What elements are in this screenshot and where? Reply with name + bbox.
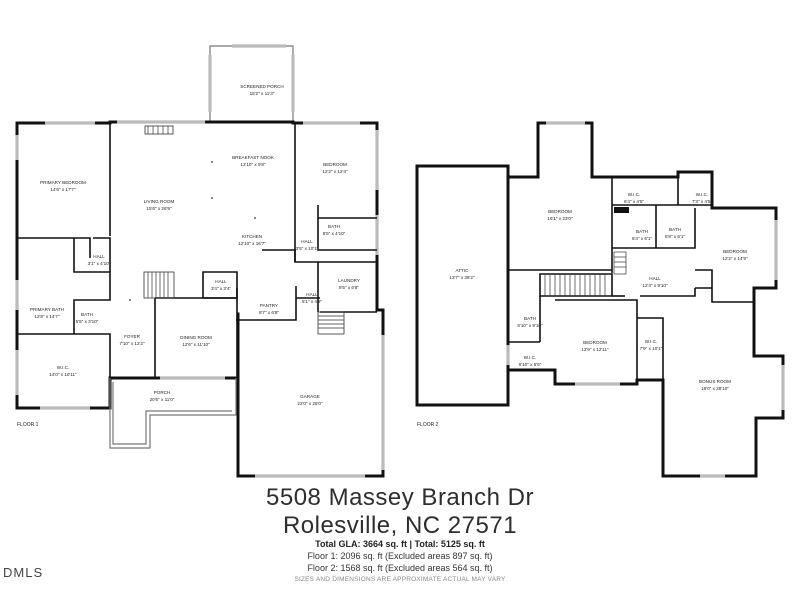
- label-breakfast-nook: BREAKFAST NOOK: [232, 155, 275, 160]
- dims-hall-3: 3'4" x 3'4": [211, 286, 231, 291]
- floor-1-area: Floor 1: 2096 sq. ft (Excluded areas 897…: [307, 551, 493, 561]
- address-line-1: 5508 Massey Branch Dr: [266, 484, 534, 511]
- dims-bath-4: 5'8" x 6'1": [665, 234, 685, 239]
- label-hall-4: HALL: [306, 292, 318, 297]
- dims-hall-2: 3'1" x 4'10": [88, 261, 111, 266]
- stairs-floor-1: [143, 271, 345, 335]
- dims-bonus-room: 18'0" x 28'10": [701, 386, 729, 391]
- floor-1-label: FLOOR 1: [17, 422, 39, 428]
- label-bath-3: BATH: [636, 229, 648, 234]
- dims-hall-5: 12'4" x 9'10": [642, 283, 668, 288]
- dims-breakfast-nook: 12'10" x 9'8": [240, 162, 266, 167]
- label-bath-5: BATH: [524, 316, 536, 321]
- dims-bath-5: 6'10" x 9'10": [517, 323, 543, 328]
- floor-2-label: FLOOR 2: [417, 422, 439, 428]
- stairs-floor-2: [544, 251, 627, 296]
- label-bedroom-1: BEDROOM: [323, 162, 347, 167]
- disclaimer: SIZES AND DIMENSIONS ARE APPROXIMATE ACT…: [294, 576, 506, 583]
- dims-bath-2: 5'5" x 3'10": [76, 319, 99, 324]
- dims-wic-4: 7'9" x 10'1": [640, 346, 663, 351]
- label-attic: ATTIC: [456, 268, 470, 273]
- label-primary-bedroom: PRIMARY BEDROOM: [40, 180, 86, 185]
- label-hall-5: HALL: [649, 276, 661, 281]
- front-porch-outline: [109, 378, 237, 449]
- dims-hall-4: 5'1" x 4'9": [302, 299, 322, 304]
- label-wic-5: W.I.C.: [524, 355, 537, 360]
- vanity-block: [614, 207, 629, 213]
- floor-plan: SCREENED PORCH 15'2" x 11'3" BREAKFAST N…: [15, 44, 785, 478]
- floor-2-area: Floor 2: 1568 sq. ft (Excluded areas 564…: [307, 563, 493, 573]
- label-porch: PORCH: [154, 390, 171, 395]
- label-wic-4: W.I.C.: [645, 339, 658, 344]
- dims-foyer: 7'10" x 12'2": [119, 341, 145, 346]
- dims-primary-bedroom: 14'6" x 17'7": [50, 187, 76, 192]
- label-bath-2: BATH: [81, 312, 93, 317]
- address-line-2: Rolesville, NC 27571: [282, 512, 518, 539]
- label-wic-3: W.I.C.: [696, 192, 709, 197]
- dims-hall-1: 3'5" x 10'1": [296, 246, 319, 251]
- floor-1-plan: SCREENED PORCH 15'2" x 11'3" BREAKFAST N…: [15, 44, 385, 478]
- dims-kitchen: 12'10" x 16'7": [238, 241, 266, 246]
- garage-walls: [236, 308, 385, 478]
- label-bedroom-3: BEDROOM: [723, 249, 747, 254]
- dims-pantry: 8'7" x 6'8": [259, 310, 279, 315]
- label-foyer: FOYER: [124, 334, 141, 339]
- dims-bedroom-3: 12'2" x 14'9": [722, 256, 748, 261]
- total-area: Total GLA: 3664 sq. ft | Total: 5125 sq.…: [315, 539, 485, 549]
- label-hall-3: HALL: [215, 279, 227, 284]
- label-wic-2: W.I.C.: [628, 192, 641, 197]
- dims-wic-3: 7'3" x 4'5": [692, 199, 712, 204]
- dims-screened-porch: 15'2" x 11'3": [250, 91, 275, 96]
- exterior-wall-west: [15, 121, 238, 410]
- label-bath-1: BATH: [328, 224, 340, 229]
- dims-bath-1: 8'5" x 4'10": [323, 231, 346, 236]
- label-hall-2: HALL: [93, 254, 105, 259]
- label-wic-1: W.I.C.: [57, 365, 70, 370]
- exterior-wall-north: [15, 120, 379, 312]
- dims-wic-1: 14'0" x 10'11": [49, 372, 77, 377]
- dims-bedroom-2: 16'1" x 23'0": [547, 216, 573, 221]
- label-dining-room: DINING ROOM: [180, 335, 212, 340]
- dims-bedroom-1: 12'2" x 12'4": [322, 169, 348, 174]
- label-bath-4: BATH: [669, 227, 681, 232]
- dims-laundry: 8'5" x 6'8": [339, 285, 359, 290]
- label-pantry: PANTRY: [260, 303, 278, 308]
- label-bonus-room: BONUS ROOM: [699, 379, 731, 384]
- dims-wic-2: 6'4" x 4'5": [624, 199, 644, 204]
- label-laundry: LAUNDRY: [338, 278, 360, 283]
- floor-2-plan: ATTIC 13'7" x 36'2" BEDROOM 16'1" x 23'0…: [415, 121, 785, 478]
- dims-living-room: 15'6" x 26'9": [146, 206, 172, 211]
- exterior-wall-bedroom-2: [506, 121, 614, 179]
- dims-garage: 22'0" x 25'0": [297, 401, 323, 406]
- dims-dining-room: 12'6" x 11'10": [182, 342, 210, 347]
- attic-walls: [415, 164, 510, 407]
- label-kitchen: KITCHEN: [242, 234, 262, 239]
- label-garage: GARAGE: [300, 394, 320, 399]
- dims-attic: 13'7" x 36'2": [449, 275, 475, 280]
- dims-porch: 20'6" x 11'0": [150, 397, 175, 402]
- dims-bath-3: 6'4" x 6'1": [632, 236, 652, 241]
- dims-wic-5: 6'10" x 5'5": [519, 362, 542, 367]
- dmls-logo: DMLS: [3, 565, 44, 580]
- label-living-room: LIVING ROOM: [144, 199, 175, 204]
- dims-bedroom-4: 12'9" x 12'11": [581, 347, 609, 352]
- label-bedroom-4: BEDROOM: [583, 340, 607, 345]
- exterior-wall-east: [553, 170, 785, 478]
- dims-primary-bath: 12'8" x 14'7": [34, 314, 60, 319]
- label-bedroom-2: BEDROOM: [548, 209, 572, 214]
- label-primary-bath: PRIMARY BATH: [30, 307, 64, 312]
- label-hall-1: HALL: [301, 239, 313, 244]
- label-screened-porch: SCREENED PORCH: [240, 84, 283, 89]
